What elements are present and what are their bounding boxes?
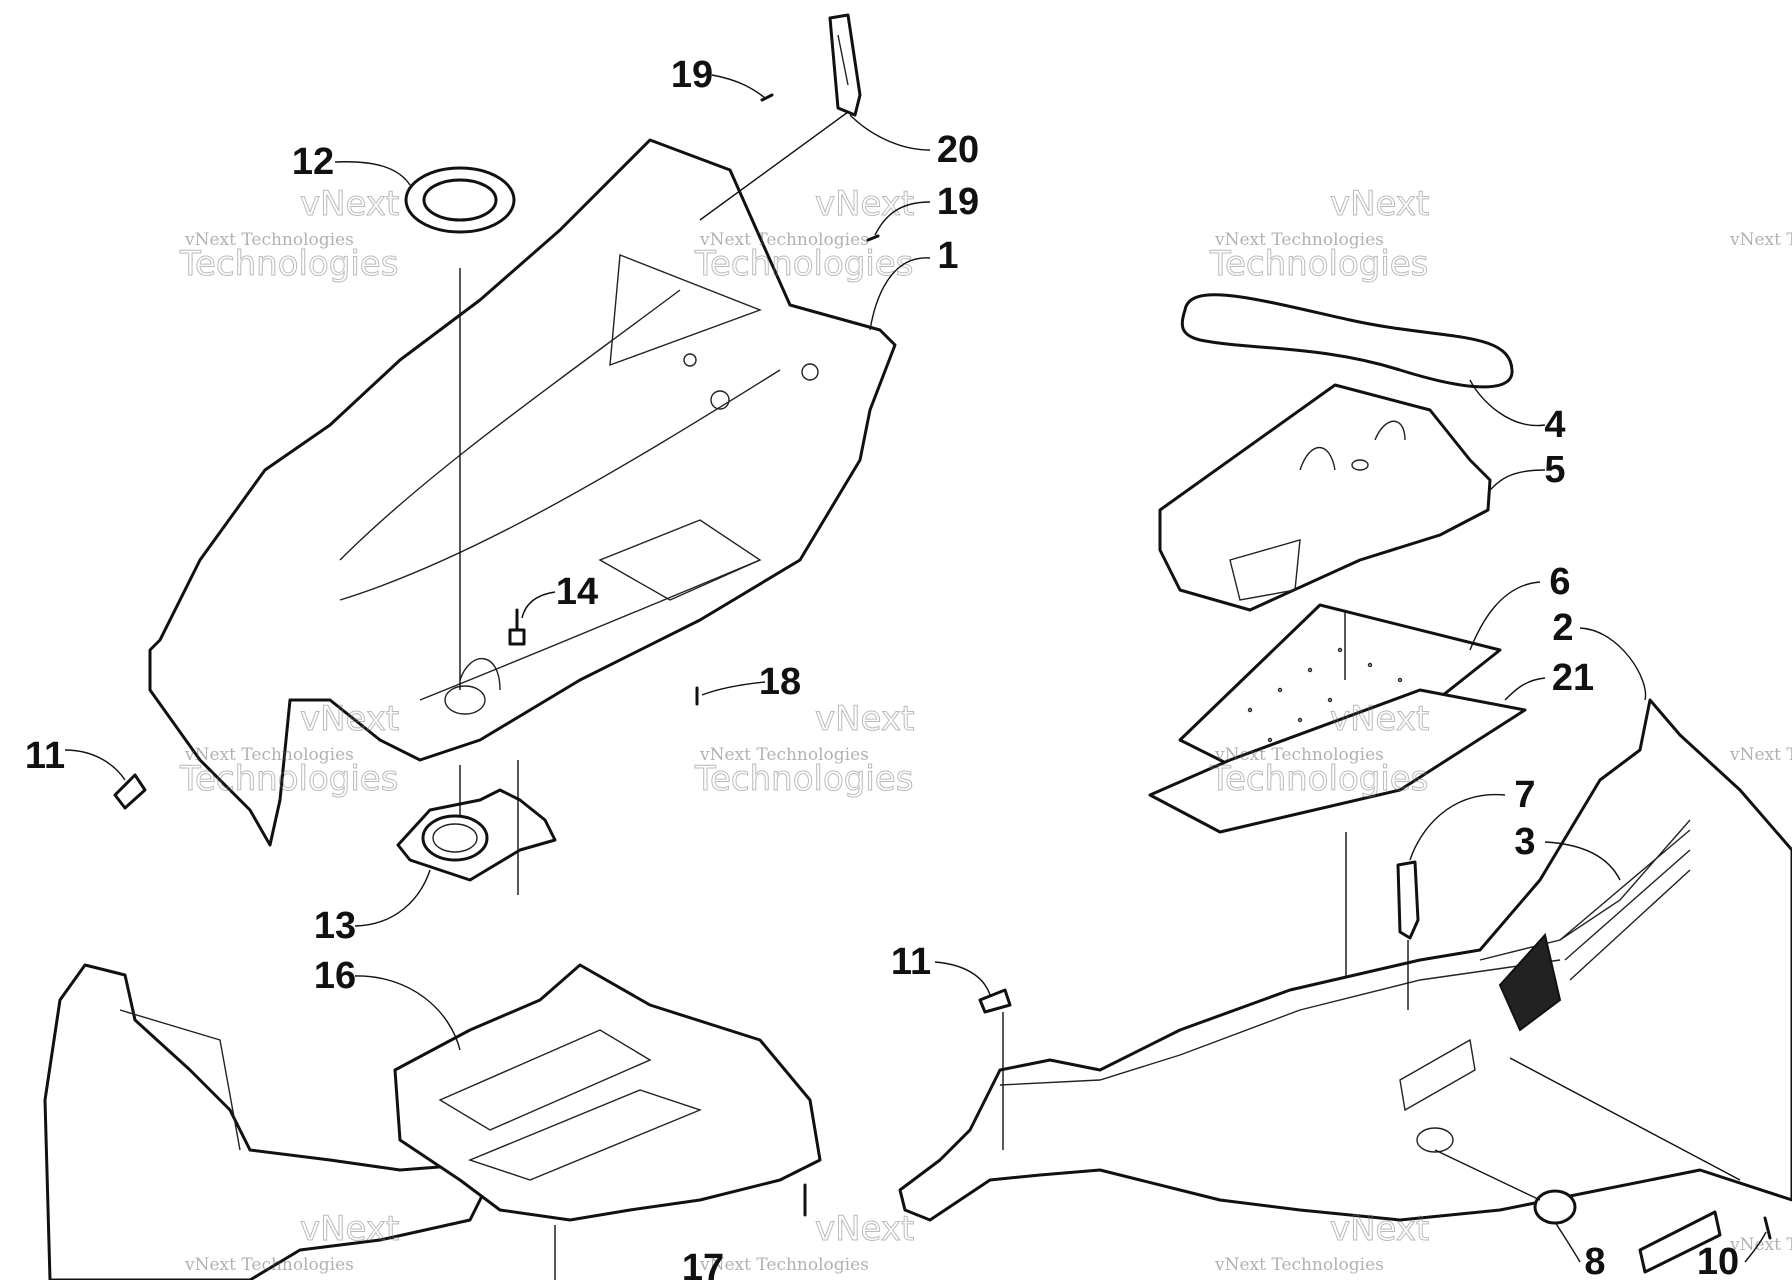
callout-20: 20: [937, 129, 979, 171]
callout-5: 5: [1544, 449, 1565, 491]
callout-18: 18: [759, 661, 801, 703]
mount-flange-13: [396, 760, 557, 895]
screw-19-top: [760, 93, 774, 102]
svg-text:Technologies: Technologies: [694, 759, 913, 799]
callout-4: 4: [1544, 404, 1565, 446]
svg-text:vNext Technologies: vNext Technologies: [1214, 745, 1384, 765]
clip-11-right: [978, 988, 1012, 1150]
svg-text:Technologies: Technologies: [694, 244, 913, 284]
watermark-group: vNext vNext Technologies Technologies vN…: [179, 184, 1792, 1276]
body-panel-upper: [148, 138, 897, 847]
svg-text:vNext Technologies: vNext Technologies: [184, 1255, 354, 1275]
svg-text:vNext Technologies: vNext Technologies: [184, 745, 354, 765]
belt-loop-4: [1180, 293, 1514, 389]
callout-14: 14: [556, 571, 598, 613]
callout-13: 13: [314, 905, 356, 947]
svg-text:Technologies: Technologies: [1209, 759, 1428, 799]
lower-side-panel-2: [898, 698, 1792, 1222]
svg-text:vNext: vNext: [300, 1209, 399, 1249]
callout-16: 16: [314, 955, 356, 997]
svg-text:vNext Technologies: vNext Technologies: [699, 230, 869, 250]
svg-text:Technologies: Technologies: [179, 759, 398, 799]
svg-text:vNext Technologies: vNext Technologies: [699, 745, 869, 765]
svg-text:vNext: vNext: [815, 699, 914, 739]
callout-19-top: 19: [671, 54, 713, 96]
clip-11-left: [113, 773, 147, 810]
callout-17: 17: [682, 1247, 724, 1280]
svg-text:vNext Technologies: vNext Technologies: [184, 230, 354, 250]
svg-text:vNext: vNext: [815, 184, 914, 224]
strap-7: [1396, 860, 1420, 1010]
svg-text:vNext Technologies: vNext Technologies: [1729, 745, 1792, 765]
seal-ring-12: [404, 166, 516, 690]
callout-6: 6: [1549, 561, 1570, 603]
gasket-sheet-21: [1148, 688, 1527, 995]
callout-7: 7: [1514, 774, 1535, 816]
svg-text:vNext: vNext: [1330, 1209, 1429, 1249]
callout-leaders: [64, 74, 1767, 1263]
callout-21: 21: [1552, 657, 1594, 699]
svg-text:vNext Technologies: vNext Technologies: [699, 1255, 869, 1275]
svg-text:vNext Technologies: vNext Technologies: [1729, 230, 1792, 250]
callout-19-side: 19: [937, 181, 979, 223]
callout-2: 2: [1552, 607, 1573, 649]
svg-text:Technologies: Technologies: [1209, 244, 1428, 284]
callout-10: 10: [1697, 1241, 1739, 1280]
svg-text:vNext: vNext: [1330, 184, 1429, 224]
callout-3: 3: [1514, 821, 1535, 863]
svg-text:vNext Technologies: vNext Technologies: [1214, 230, 1384, 250]
svg-text:vNext: vNext: [300, 184, 399, 224]
callout-labels: 19 20 12 19 1 14 18 11 13 16 17 4 5 6 2 …: [25, 54, 1739, 1280]
screw-19-side: [866, 234, 880, 242]
lower-belly-panel-16: [43, 963, 822, 1280]
svg-text:vNext: vNext: [815, 1209, 914, 1249]
svg-text:vNext: vNext: [300, 699, 399, 739]
callout-11-left: 11: [25, 735, 65, 777]
plate-10: [1638, 1210, 1772, 1274]
svg-text:vNext Technologies: vNext Technologies: [1214, 1255, 1384, 1275]
rivet-14: [508, 608, 526, 646]
callout-12: 12: [292, 141, 334, 183]
callout-1: 1: [937, 235, 958, 277]
strap-20: [699, 13, 862, 221]
callout-11-right: 11: [891, 941, 931, 983]
svg-text:Technologies: Technologies: [179, 244, 398, 284]
svg-text:vNext: vNext: [1330, 699, 1429, 739]
svg-text:vNext Technologies: vNext Technologies: [1729, 1235, 1792, 1255]
airbox-cover-5: [1158, 383, 1492, 612]
callout-8: 8: [1584, 1241, 1605, 1280]
